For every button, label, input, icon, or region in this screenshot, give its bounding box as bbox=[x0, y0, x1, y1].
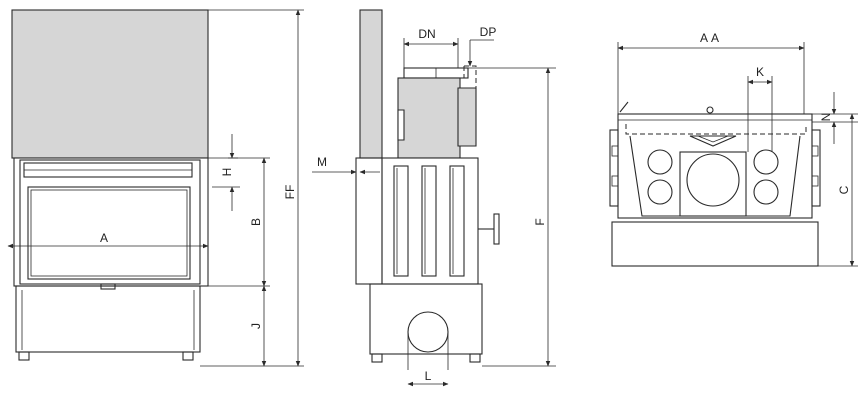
dim-label-b: B bbox=[249, 218, 263, 226]
front-hood bbox=[11, 9, 209, 159]
top-knob bbox=[706, 106, 714, 114]
dim-label-f: F bbox=[533, 218, 547, 225]
side-panel-2 bbox=[421, 165, 437, 277]
top-side-fin-left bbox=[609, 129, 619, 207]
front-base bbox=[15, 285, 201, 353]
dim-label-j: J bbox=[249, 323, 263, 329]
dim-label-n: N bbox=[819, 113, 833, 122]
top-deflector bbox=[689, 135, 737, 147]
side-foot-left bbox=[371, 353, 383, 363]
top-flue-circle bbox=[686, 153, 740, 207]
dim-label-h: H bbox=[220, 168, 234, 177]
top-flue-box bbox=[679, 151, 747, 217]
dim-label-c: C bbox=[837, 185, 851, 194]
side-hood bbox=[397, 77, 461, 159]
top-view: AA K N C bbox=[609, 31, 858, 267]
dim-label-ff: FF bbox=[283, 185, 297, 200]
front-foot-right bbox=[182, 351, 194, 361]
side-wall bbox=[359, 9, 383, 159]
side-body bbox=[381, 157, 479, 285]
front-body bbox=[13, 157, 209, 287]
dim-label-dp: DP bbox=[480, 25, 497, 39]
dim-label-a: A bbox=[100, 231, 108, 245]
dim-label-l: L bbox=[425, 369, 432, 383]
top-circle-bl bbox=[647, 179, 673, 205]
side-panel-1 bbox=[393, 165, 409, 277]
front-foot-left bbox=[18, 351, 30, 361]
side-foot-right bbox=[469, 353, 481, 363]
top-side-fin-right bbox=[811, 129, 821, 207]
side-air-inlet bbox=[407, 311, 449, 353]
top-outer-shell bbox=[617, 113, 813, 219]
side-view: DN DP M F L bbox=[312, 9, 556, 387]
side-handle bbox=[493, 213, 500, 245]
top-front-slab bbox=[611, 221, 819, 267]
top-circle-br bbox=[753, 179, 779, 205]
side-stand bbox=[369, 283, 483, 355]
dim-label-k: K bbox=[756, 65, 764, 79]
front-glass bbox=[27, 186, 191, 280]
dim-label-aa: AA bbox=[700, 31, 722, 45]
side-front-frame bbox=[355, 157, 383, 285]
top-circle-tl bbox=[647, 149, 673, 175]
dim-label-m: M bbox=[317, 155, 327, 169]
top-circle-tr bbox=[753, 149, 779, 175]
front-view: A H B J FF bbox=[7, 9, 304, 367]
side-panel-3 bbox=[449, 165, 465, 277]
dim-label-dn: DN bbox=[418, 27, 435, 41]
